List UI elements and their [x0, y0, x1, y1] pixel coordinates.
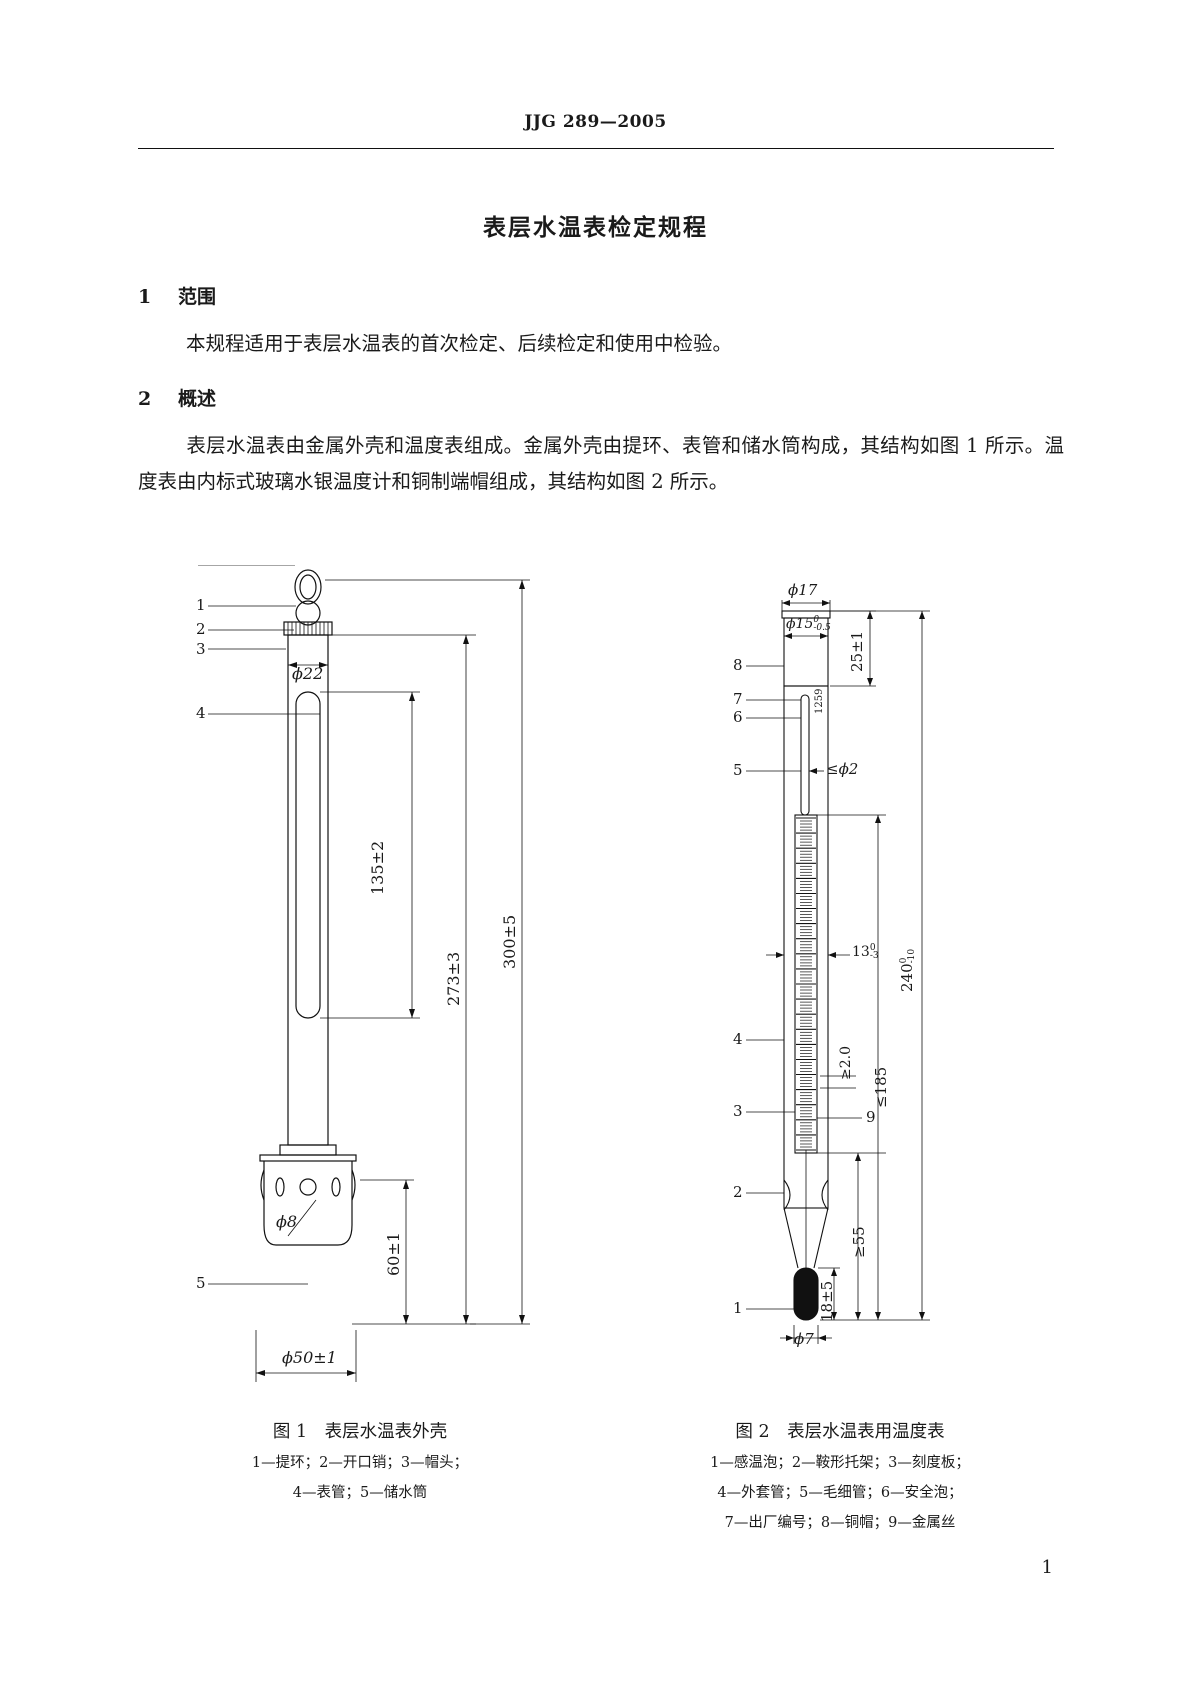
callout-9: 9 — [866, 1108, 876, 1126]
dim-25: 25±1 — [848, 630, 866, 672]
water-cup — [263, 1161, 353, 1246]
page-number: 1 — [1041, 1557, 1053, 1578]
dim-gap-2: ≥2.0 — [838, 1046, 854, 1080]
callout-1: 1 — [733, 1299, 743, 1317]
callout-4: 4 — [733, 1030, 743, 1048]
document-code-header: JJG 289—2005 — [524, 112, 667, 132]
dim-185: ≤185 — [872, 1066, 890, 1108]
section-body-scope: 本规程适用于表层水温表的首次检定、后续检定和使用中检验。 — [138, 326, 1064, 362]
dim-phi7: ϕ7 — [794, 1330, 814, 1348]
drain-hole — [331, 1177, 341, 1197]
drain-hole — [299, 1178, 317, 1196]
section-heading-scope: 1 范围 — [138, 282, 216, 309]
paragraph-text: 表层水温表由金属外壳和温度表组成。金属外壳由提环、表管和储水筒构成，其结构如图 … — [138, 434, 1064, 493]
callout-2: 2 — [196, 620, 206, 638]
callout-8: 8 — [733, 656, 743, 674]
section-title: 范围 — [178, 286, 217, 308]
document-title: 表层水温表检定规程 — [483, 215, 708, 241]
dim-18: 18±5 — [818, 1280, 836, 1322]
callout-5: 5 — [733, 761, 743, 779]
dim-55: ≥55 — [850, 1226, 868, 1258]
legend-line: 4—外套管；5—毛细管；6—安全泡； — [717, 1485, 963, 1501]
sensing-bulb — [793, 1267, 819, 1321]
figure1-caption: 图 1 表层水温表外壳 — [272, 1422, 448, 1442]
paragraph-text: 本规程适用于表层水温表的首次检定、后续检定和使用中检验。 — [186, 332, 733, 355]
callout-3: 3 — [733, 1102, 743, 1120]
header-rule — [138, 148, 1054, 149]
legend-line: 1—提环；2—开口销；3—帽头； — [251, 1455, 469, 1471]
serial-number: 1259 — [814, 688, 825, 714]
callout-4: 4 — [196, 704, 206, 722]
callout-3: 3 — [196, 640, 206, 658]
dim-phi22: ϕ22 — [292, 664, 324, 683]
cup-rim — [259, 1154, 357, 1162]
callout-7: 7 — [733, 690, 743, 708]
figure1-drawing — [198, 565, 357, 1246]
cap-knurl — [287, 622, 329, 635]
lifting-ring — [294, 569, 322, 605]
callout-1: 1 — [196, 596, 206, 614]
callout-5: 5 — [196, 1274, 206, 1292]
legend-line: 1—感温泡；2—鞍形托架；3—刻度板； — [710, 1455, 970, 1471]
section-title: 概述 — [178, 388, 217, 410]
legend-line: 4—表管；5—储水筒 — [292, 1485, 428, 1501]
dim-phi8: ϕ8 — [276, 1212, 298, 1231]
dim-phi50: ϕ50±1 — [282, 1348, 337, 1367]
callout-2: 2 — [733, 1183, 743, 1201]
figure2-legend: 1—感温泡；2—鞍形托架；3—刻度板； 4—外套管；5—毛细管；6—安全泡； 7… — [650, 1448, 1030, 1538]
legend-line: 7—出厂编号；8—铜帽；9—金属丝 — [724, 1515, 956, 1531]
callout-6: 6 — [733, 708, 743, 726]
section-body-overview: 表层水温表由金属外壳和温度表组成。金属外壳由提环、表管和储水筒构成，其结构如图 … — [138, 428, 1064, 500]
lifting-ring-inner — [299, 574, 317, 600]
tube-window — [295, 691, 321, 1019]
sleeve-taper — [783, 1207, 829, 1269]
section-heading-overview: 2 概述 — [138, 384, 216, 411]
figure2-caption: 图 2 表层水温表用温度表 — [735, 1422, 945, 1442]
section-number: 2 — [138, 388, 152, 410]
dim-phi17: ϕ17 — [788, 581, 818, 599]
figure1-legend: 1—提环；2—开口销；3—帽头； 4—表管；5—储水筒 — [190, 1448, 530, 1508]
section-number: 1 — [138, 286, 152, 308]
saddle-support — [783, 1179, 791, 1211]
dim-phi2: ≤ϕ2 — [826, 760, 859, 778]
drain-hole — [275, 1177, 285, 1197]
